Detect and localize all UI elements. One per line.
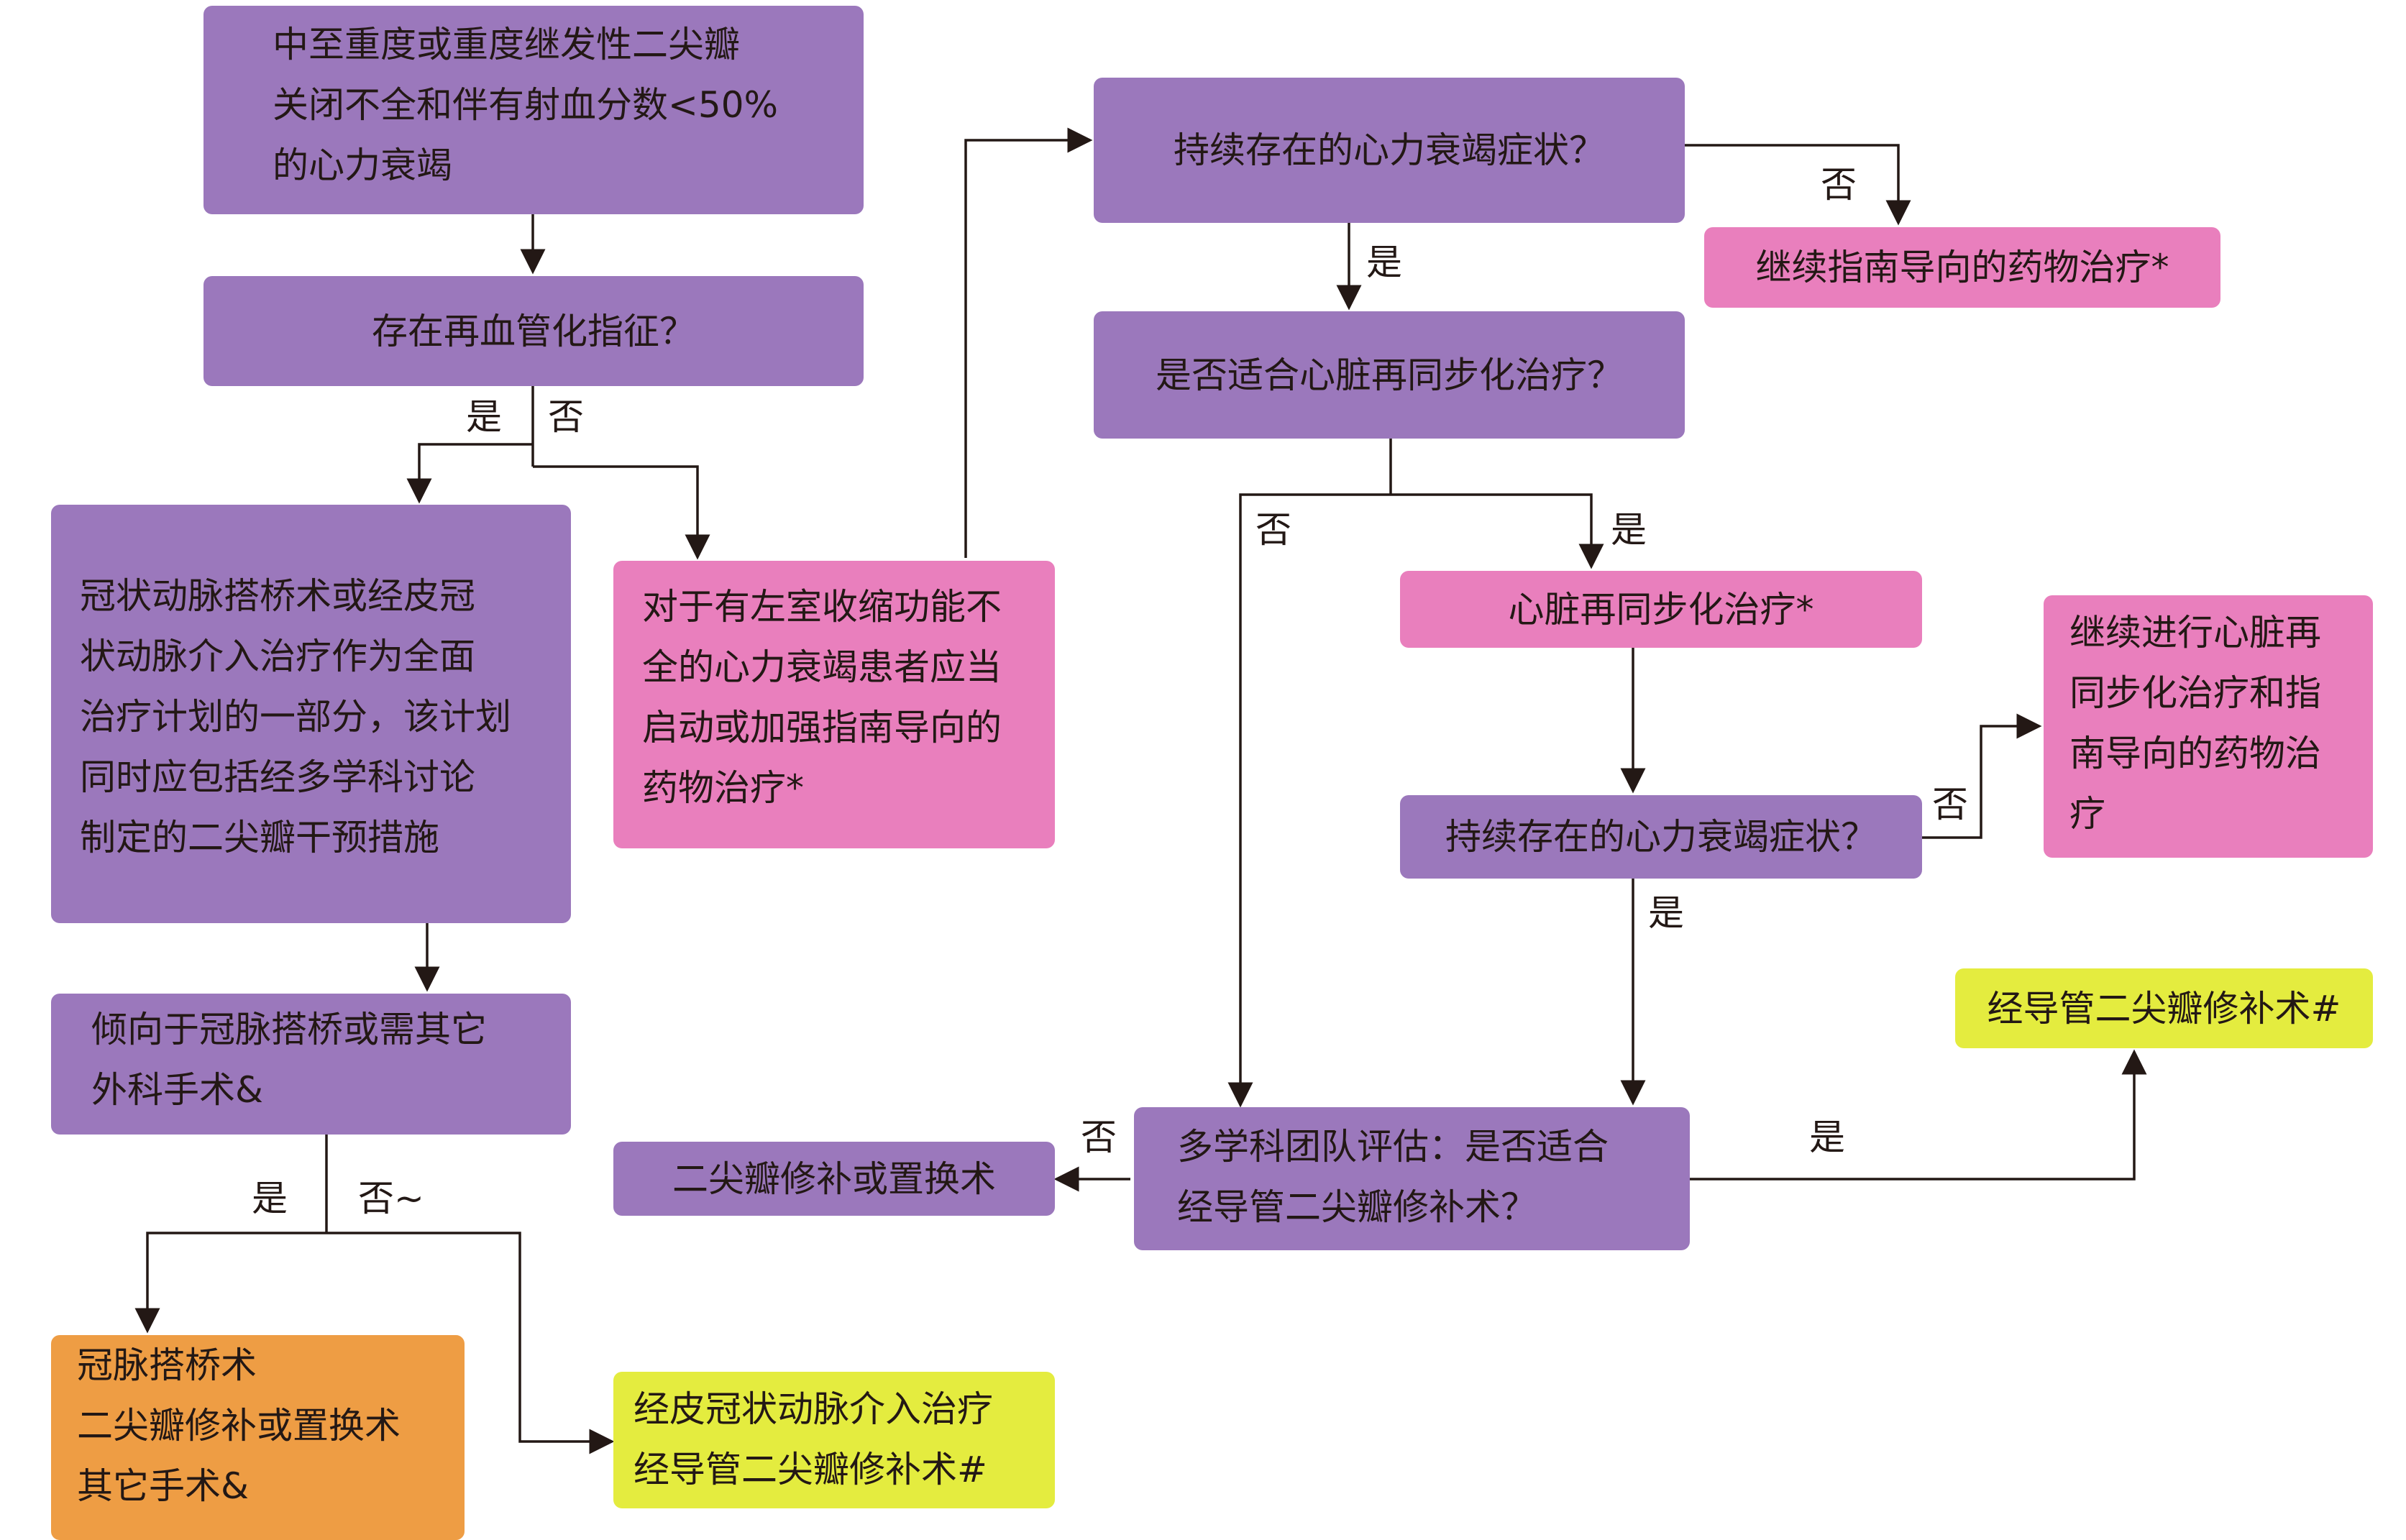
crt-question-text: 是否适合心脏再同步化治疗？ [1156,354,1623,396]
edge-revasc-yes [406,443,533,504]
hf-persist-question-2-text: 持续存在的心力衰竭症状？ [1445,816,1877,858]
teer-node: 经导管二尖瓣修补术# [1955,968,2373,1048]
teer-text: 经导管二尖瓣修补术# [1987,987,2341,1030]
edge-crt-yes [1391,493,1604,569]
continue-gdmt-text: 继续指南导向的药物治疗* [1755,247,2169,288]
label-crt-yes: 是 [1611,509,1647,551]
label-prefer-no: 否~ [358,1178,424,1219]
edge-crt-no [1227,493,1391,1108]
crt-text: 心脏再同步化治疗* [1508,588,1814,631]
cabg-or-pci-node: 冠状动脉搭桥术或经皮冠 状动脉介入治疗作为全面 治疗计划的一部分，该计划 同时应… [51,505,571,923]
gdmt-start-text: 对于有左室收缩功能不 全的心力衰竭患者应当 启动或加强指南导向的 药物治疗* [642,586,1002,809]
cabg-surgery-text: 冠脉搭桥术 二尖瓣修补或置换术 其它手术& [77,1344,401,1507]
hf-persist-question-1-text: 持续存在的心力衰竭症状？ [1174,129,1605,171]
label-revasc-no: 否 [548,396,584,438]
mv-surgery-node: 二尖瓣修补或置换术 [613,1142,1055,1216]
pci-teer-text: 经皮冠状动脉介入治疗 经导管二尖瓣修补术# [633,1388,993,1490]
cabg-surgery-node: 冠脉搭桥术 二尖瓣修补或置换术 其它手术& [51,1335,465,1540]
edge-gdmt-to-hf1 [964,127,1093,558]
heart-team-question: 多学科团队评估：是否适合 经导管二尖瓣修补术？ [1134,1107,1690,1250]
label-team-yes: 是 [1809,1117,1845,1158]
cabg-or-pci-text: 冠状动脉搭桥术或经皮冠 状动脉介入治疗作为全面 治疗计划的一部分，该计划 同时应… [80,575,511,858]
heart-team-question-text: 多学科团队评估：是否适合 经导管二尖瓣修补术？ [1177,1126,1609,1228]
hf-persist-question-2: 持续存在的心力衰竭症状？ [1400,795,1922,879]
label-hf2-yes: 是 [1648,892,1684,934]
crt-node: 心脏再同步化治疗* [1400,571,1922,648]
continue-crt-gdmt-node: 继续进行心脏再 同步化治疗和指 南导向的药物治 疗 [2044,595,2373,858]
edge-revasc-no [533,465,710,560]
revascularization-question: 存在再血管化指征？ [203,276,864,386]
label-hf1-no: 否 [1821,164,1857,206]
start-node-text: 中至重度或重度继发性二尖瓣 关闭不全和伴有射血分数<50% 的心力衰竭 [273,24,779,186]
edge-hf1-no [1685,144,1911,226]
prefer-cabg-question: 倾向于冠脉搭桥或需其它 外科手术& [51,994,571,1135]
label-team-no: 否 [1081,1117,1117,1158]
edge-prefer-no [326,1232,615,1454]
edge-team-yes [1690,1049,2147,1181]
edge-prefer-yes [134,1232,326,1334]
label-hf1-yes: 是 [1366,242,1402,283]
pci-teer-node: 经皮冠状动脉介入治疗 经导管二尖瓣修补术# [613,1372,1055,1508]
hf-persist-question-1: 持续存在的心力衰竭症状？ [1094,78,1685,223]
crt-question: 是否适合心脏再同步化治疗？ [1094,311,1685,439]
label-prefer-yes: 是 [252,1178,288,1219]
mv-surgery-text: 二尖瓣修补或置换术 [672,1158,996,1200]
label-hf2-no: 否 [1932,784,1968,825]
label-crt-no: 否 [1255,509,1291,551]
prefer-cabg-question-text: 倾向于冠脉搭桥或需其它 外科手术& [91,1009,487,1111]
label-revasc-yes: 是 [466,396,502,438]
gdmt-start-node: 对于有左室收缩功能不 全的心力衰竭患者应当 启动或加强指南导向的 药物治疗* [613,561,1055,848]
continue-gdmt-node: 继续指南导向的药物治疗* [1704,227,2220,308]
start-node: 中至重度或重度继发性二尖瓣 关闭不全和伴有射血分数<50% 的心力衰竭 [203,6,864,214]
revascularization-question-text: 存在再血管化指征？ [372,310,695,352]
continue-crt-gdmt-text: 继续进行心脏再 同步化治疗和指 南导向的药物治 疗 [2069,612,2321,835]
edge-hf2-no [1922,713,2042,839]
